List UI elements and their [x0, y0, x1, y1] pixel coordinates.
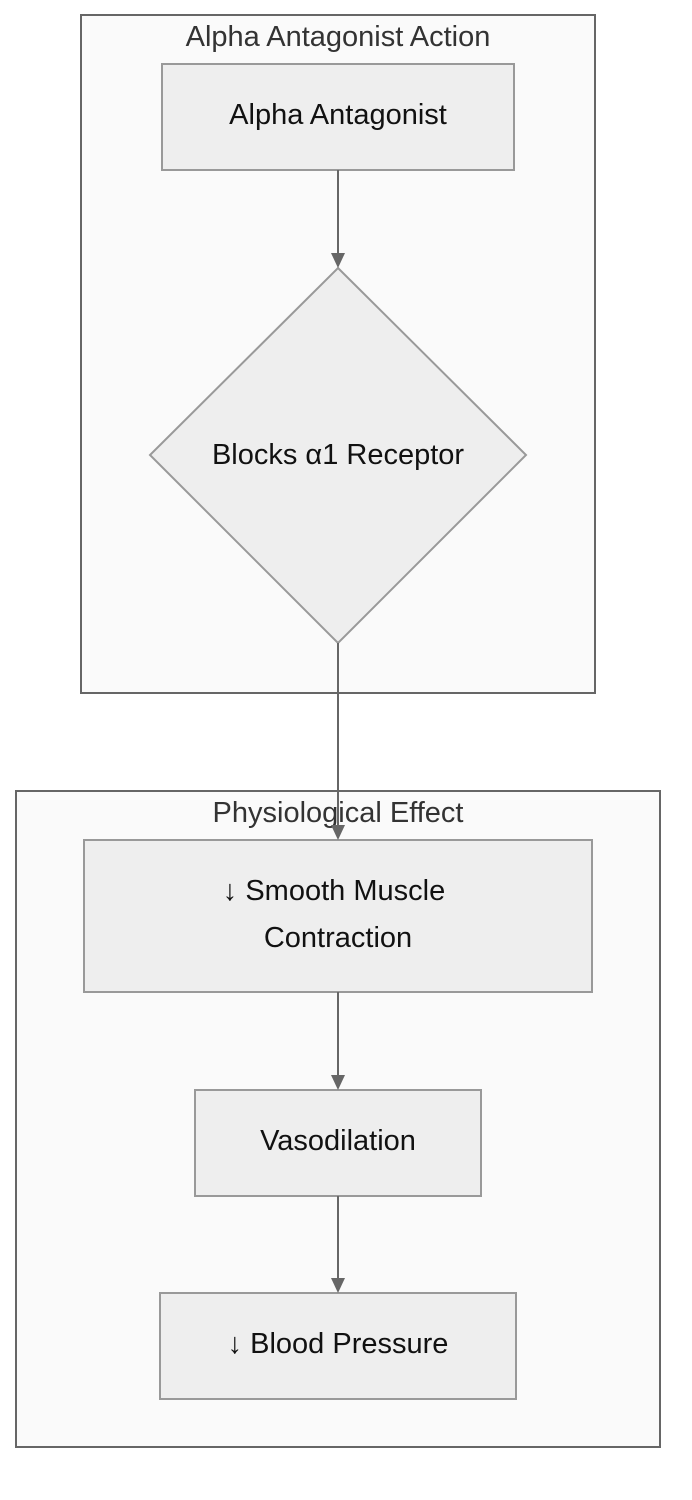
- edge-vasodilation-to-pressure: [331, 1196, 345, 1293]
- edge-contraction-to-vasodilation: [331, 992, 345, 1090]
- arrow-head-antagonist-to-blocks: [331, 253, 345, 268]
- edge-antagonist-to-blocks: [331, 170, 345, 268]
- node-label-alpha-antagonist: Alpha Antagonist: [229, 99, 447, 131]
- node-label-vasodilation: Vasodilation: [260, 1125, 416, 1157]
- node-box-alpha-antagonist: [161, 63, 515, 171]
- node-blood-pressure[interactable]: ↓ Blood Pressure: [159, 1292, 517, 1400]
- node-alpha-antagonist[interactable]: Alpha Antagonist: [161, 63, 515, 171]
- node-label-contraction-line1: ↓ Smooth Muscle: [223, 875, 445, 907]
- cluster-title-action: Alpha Antagonist Action: [186, 21, 491, 53]
- node-label-blood-pressure: ↓ Blood Pressure: [228, 1328, 449, 1360]
- node-vasodilation[interactable]: Vasodilation: [194, 1089, 482, 1197]
- edge-blocks-to-contraction: [331, 643, 345, 840]
- node-box-vasodilation: [194, 1089, 482, 1197]
- node-smooth-muscle-contraction[interactable]: ↓ Smooth Muscle Contraction: [83, 839, 593, 993]
- arrow-head-blocks-to-contraction: [331, 825, 345, 840]
- node-label-contraction-line2: Contraction: [264, 922, 412, 954]
- arrow-head-vasodilation-to-pressure: [331, 1278, 345, 1293]
- node-label-blocks-receptor: Blocks α1 Receptor: [212, 439, 464, 471]
- node-box-blood-pressure: [159, 1292, 517, 1400]
- arrow-head-contraction-to-vasodilation: [331, 1075, 345, 1090]
- node-box-smooth-muscle-contraction: [83, 839, 593, 993]
- node-blocks-receptor[interactable]: Blocks α1 Receptor: [148, 266, 528, 645]
